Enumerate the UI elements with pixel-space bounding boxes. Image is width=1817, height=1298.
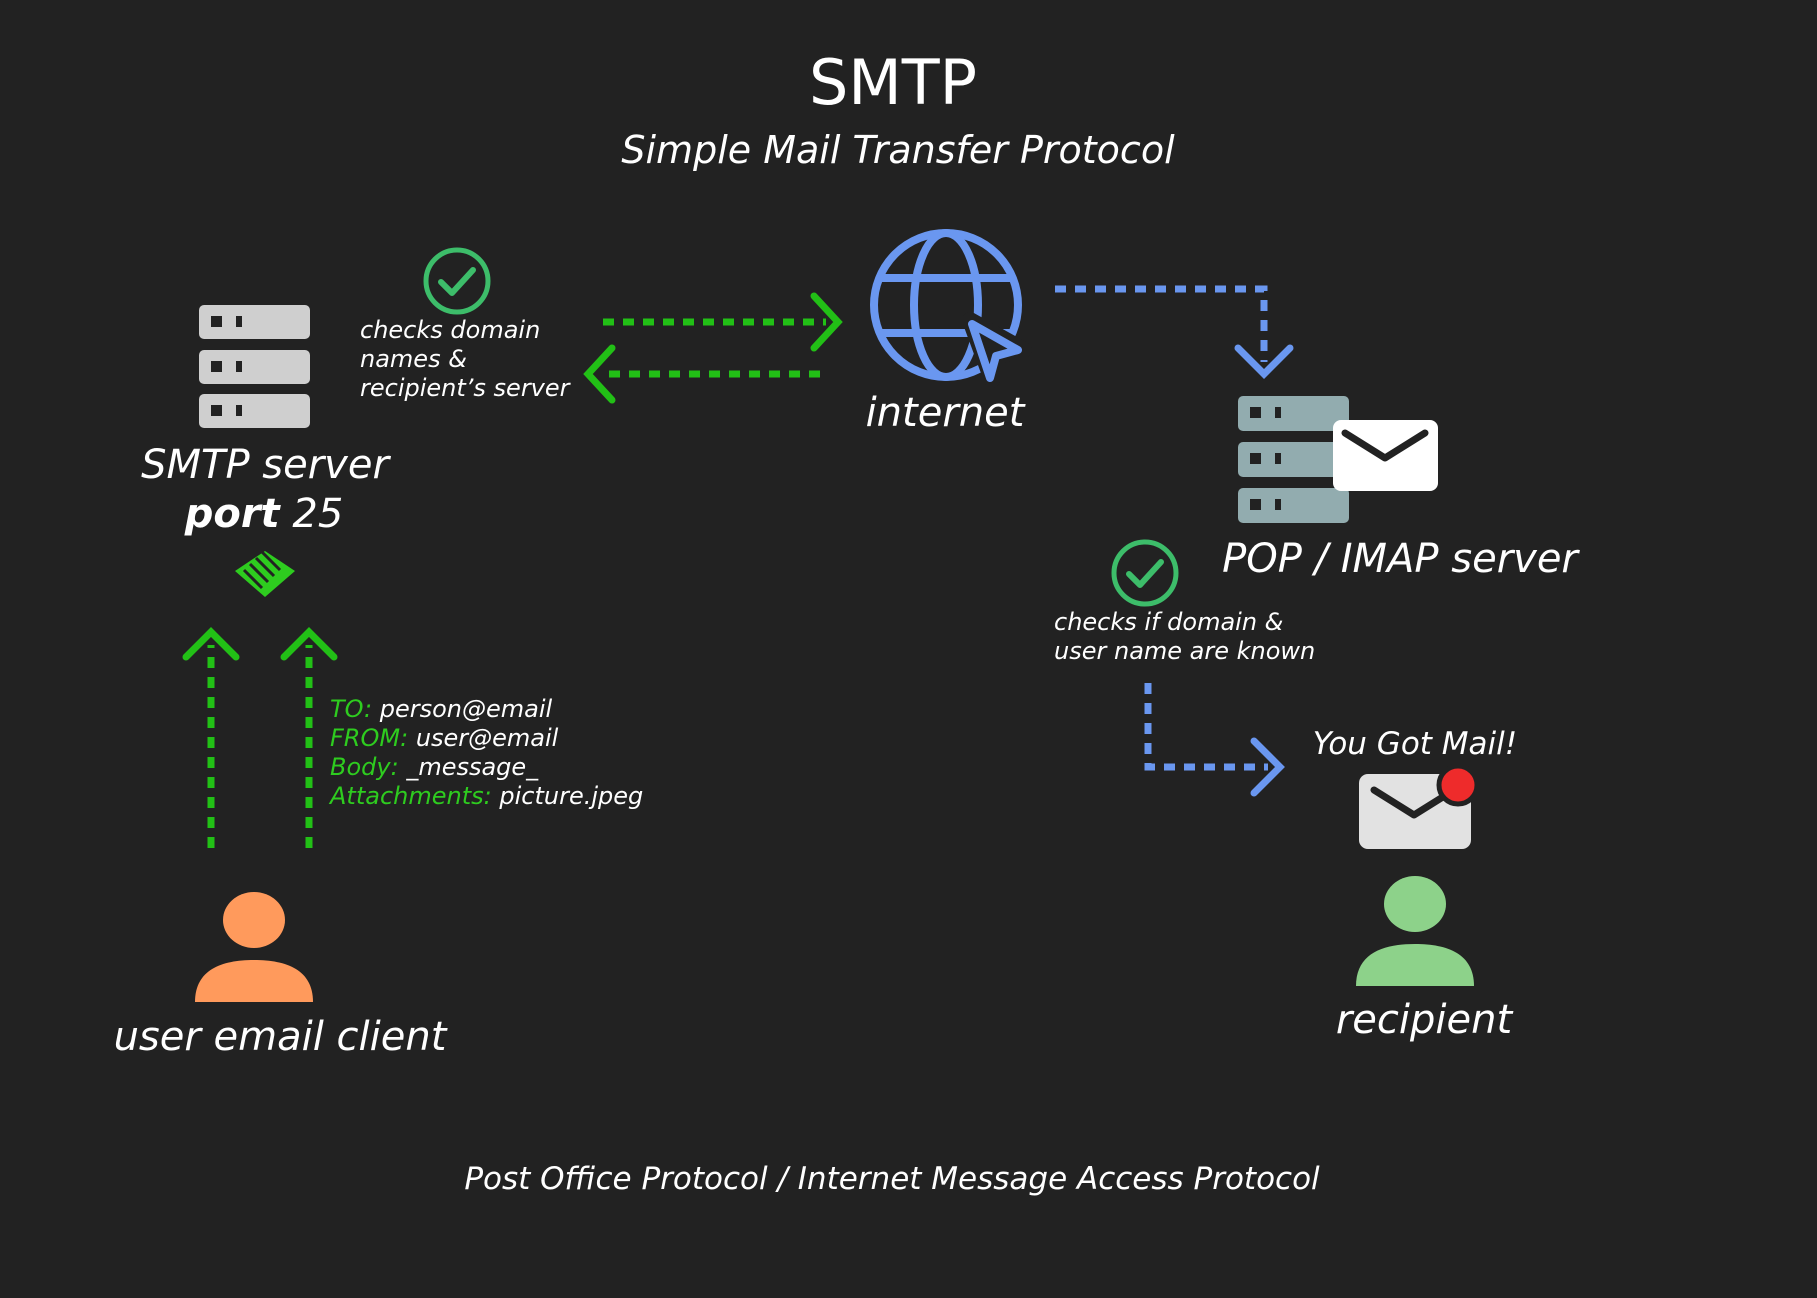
message-key: FROM: <box>330 724 409 752</box>
green-arrow-from-internet <box>583 344 820 404</box>
message-value: user@email <box>415 724 559 752</box>
blue-arrow-to-recipient <box>1144 683 1285 797</box>
user-email-client-label: user email client <box>113 1014 447 1060</box>
mail-notification-icon <box>1359 763 1480 849</box>
handshake-icon <box>235 550 295 597</box>
pop-check-note: checks if domain & user name are known <box>1054 608 1315 666</box>
email-message-fields: TO: person@email FROM: user@email Body: … <box>330 695 643 811</box>
smtp-port-label: port 25 <box>185 490 344 538</box>
page-title: SMTP <box>808 46 978 119</box>
internet-label: internet <box>865 390 1025 436</box>
pop-imap-server-icon <box>1238 396 1349 523</box>
green-arrow-up-right <box>280 627 338 848</box>
message-value: person@email <box>379 695 553 723</box>
envelope-icon <box>1333 420 1438 491</box>
green-arrow-to-internet <box>603 292 843 352</box>
message-key: Attachments: <box>330 782 492 810</box>
you-got-mail-label: You Got Mail! <box>1312 726 1518 762</box>
message-field-body: Body: _message_ <box>330 753 643 782</box>
message-key: Body: <box>330 753 399 781</box>
port-number: 25 <box>292 491 344 537</box>
smtp-server-label: SMTP server <box>141 442 389 488</box>
smtp-check-line: names & <box>360 345 467 373</box>
smtp-server-icon <box>199 305 310 428</box>
port-word: port <box>184 491 280 537</box>
message-field-to: TO: person@email <box>330 695 643 724</box>
recipient-label: recipient <box>1335 997 1513 1043</box>
green-arrow-up-left <box>182 627 240 848</box>
message-value: _message_ <box>406 753 539 781</box>
pop-imap-server-label: POP / IMAP server <box>1222 536 1578 582</box>
blue-arrow-to-pop-server <box>1055 285 1294 379</box>
message-field-from: FROM: user@email <box>330 724 643 753</box>
footer-note: Post Office Protocol / Internet Message … <box>464 1161 1320 1197</box>
recipient-person-icon <box>1356 876 1474 986</box>
message-value: picture.jpeg <box>499 782 644 810</box>
cursor-icon <box>962 312 1032 388</box>
page-subtitle: Simple Mail Transfer Protocol <box>621 128 1175 172</box>
smtp-check-line: recipient’s server <box>360 374 570 402</box>
pop-check-line: user name are known <box>1054 637 1316 665</box>
client-person-icon <box>195 892 313 1002</box>
check-circle-icon <box>1111 539 1179 607</box>
check-circle-icon <box>423 247 491 315</box>
message-field-attachments: Attachments: picture.jpeg <box>330 782 643 811</box>
smtp-check-line: checks domain <box>360 316 541 344</box>
message-key: TO: <box>330 695 373 723</box>
smtp-check-note: checks domain names & recipient’s server <box>360 316 570 403</box>
pop-check-line: checks if domain & <box>1054 608 1284 636</box>
globe-icon <box>870 229 1022 381</box>
